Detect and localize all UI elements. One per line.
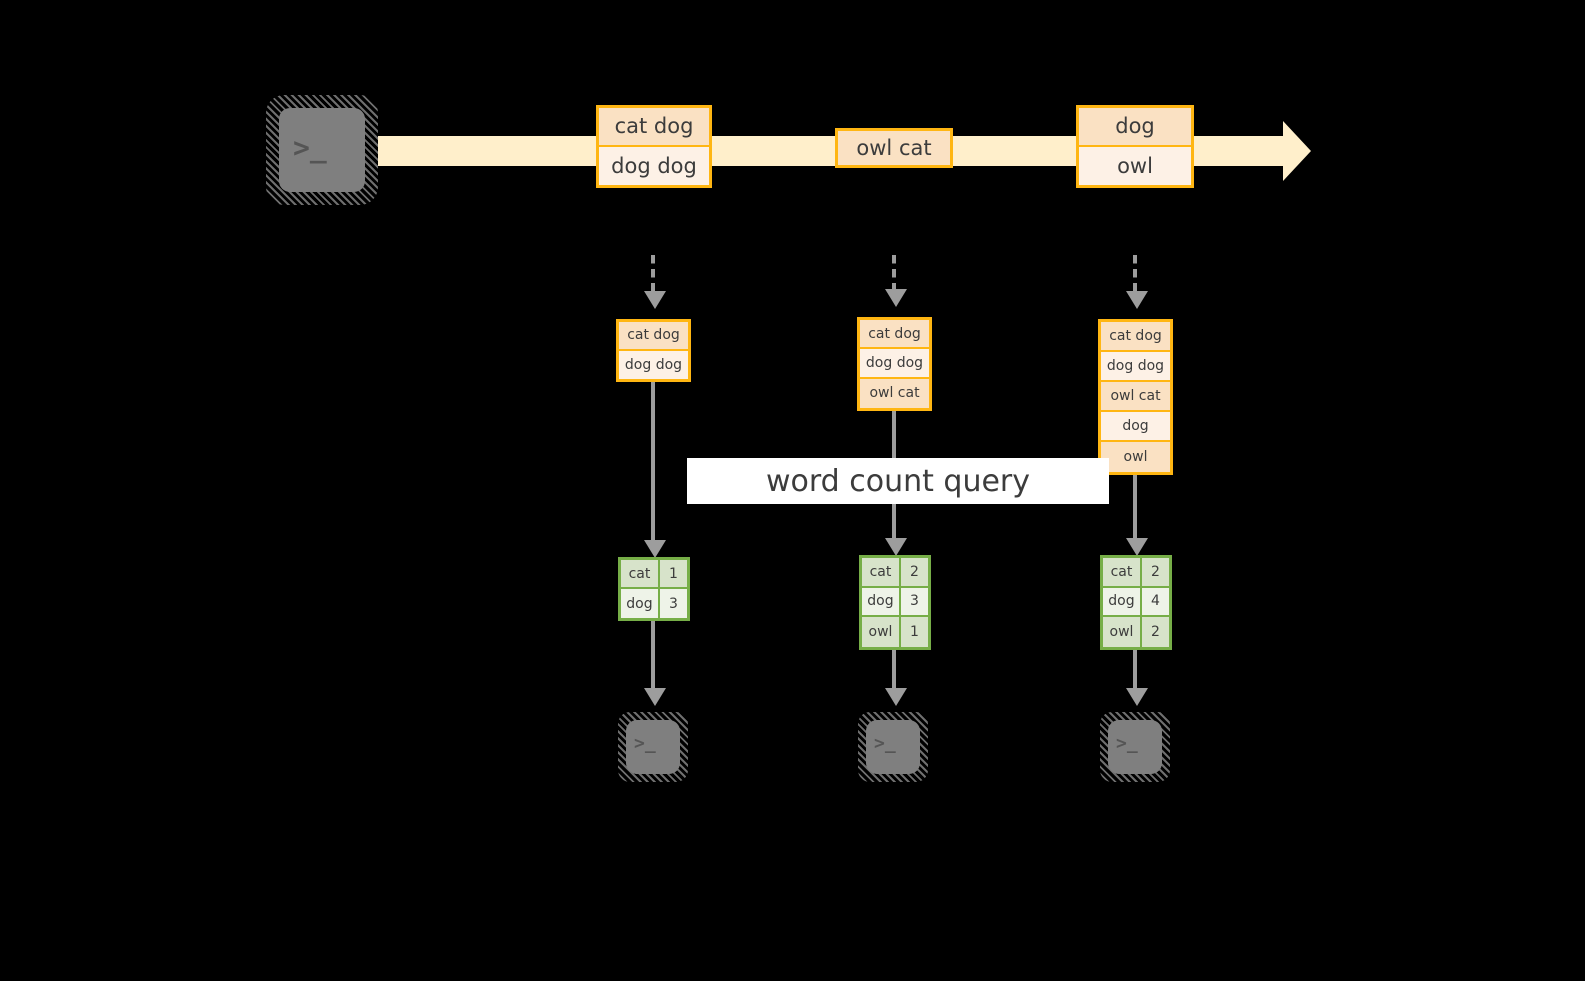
- result-word: owl: [862, 617, 901, 647]
- snapshot-3-query-line: [1133, 475, 1137, 543]
- snapshot-input-row: dog dog: [619, 350, 688, 379]
- snapshot-1-query-arrowhead-icon: [644, 540, 666, 558]
- terminal-prompt-glyph: >_: [634, 733, 656, 754]
- result-count: 3: [659, 589, 687, 618]
- snapshot-2-tap-arrowhead-icon: [885, 289, 907, 307]
- snapshot-1-result-table: cat 1 dog 3: [618, 557, 690, 621]
- snapshot-1-input-table: cat dog dog dog: [616, 319, 691, 382]
- result-word: cat: [862, 558, 901, 586]
- terminal-prompt-glyph: >_: [874, 733, 896, 754]
- snapshot-2-tap-line: [892, 255, 896, 291]
- snapshot-3-tap-line: [1133, 255, 1137, 293]
- snapshot-1-query-line: [651, 382, 655, 546]
- result-word: dog: [621, 589, 660, 618]
- snapshot-3-sink-arrowhead-icon: [1126, 688, 1148, 706]
- stream-record: dog: [1079, 108, 1191, 147]
- query-label: word count query: [687, 458, 1109, 504]
- result-count: 2: [900, 558, 928, 586]
- result-word: dog: [1103, 587, 1142, 616]
- snapshot-2-input-table: cat dog dog dog owl cat: [857, 317, 932, 411]
- stream-group-1: cat dog dog dog: [596, 105, 712, 188]
- stream-group-2: owl cat: [835, 128, 953, 168]
- snapshot-input-row: cat dog: [619, 322, 688, 351]
- stream-group-3: dog owl: [1076, 105, 1194, 188]
- snapshot-input-row: cat dog: [1101, 322, 1170, 352]
- result-row: dog 3: [862, 587, 928, 618]
- result-row: cat 2: [1103, 558, 1169, 588]
- snapshot-3-sink-terminal-icon: >_: [1108, 720, 1162, 774]
- snapshot-input-row: owl: [1101, 442, 1170, 472]
- snapshot-3-tap-arrowhead-icon: [1126, 291, 1148, 309]
- result-count: 2: [1141, 558, 1169, 586]
- snapshot-input-row: dog dog: [860, 349, 929, 379]
- snapshot-3-sink-line: [1133, 650, 1137, 691]
- snapshot-1-sink-arrowhead-icon: [644, 688, 666, 706]
- snapshot-1-tap-line: [651, 255, 655, 293]
- snapshot-2-query-arrowhead-icon: [885, 538, 907, 556]
- snapshot-input-row: cat dog: [860, 320, 929, 350]
- result-row: cat 1: [621, 560, 687, 589]
- snapshot-input-row: owl cat: [860, 378, 929, 408]
- snapshot-2-sink-terminal-icon: >_: [866, 720, 920, 774]
- result-word: owl: [1103, 617, 1142, 647]
- snapshot-2-result-table: cat 2 dog 3 owl 1: [859, 555, 931, 650]
- result-row: dog 3: [621, 589, 687, 618]
- result-word: dog: [862, 587, 901, 616]
- snapshot-1-sink-terminal-icon: >_: [626, 720, 680, 774]
- result-count: 1: [659, 560, 687, 587]
- snapshot-1-sink-line: [651, 621, 655, 691]
- result-count: 1: [900, 617, 928, 647]
- result-row: owl 1: [862, 617, 928, 647]
- snapshot-1-tap-arrowhead-icon: [644, 291, 666, 309]
- snapshot-3-result-table: cat 2 dog 4 owl 2: [1100, 555, 1172, 650]
- stream-record: dog dog: [599, 146, 709, 185]
- snapshot-input-row: dog dog: [1101, 352, 1170, 382]
- stream-record: cat dog: [599, 108, 709, 147]
- snapshot-input-row: dog: [1101, 412, 1170, 442]
- snapshot-input-row: owl cat: [1101, 382, 1170, 412]
- snapshot-2-sink-line: [892, 650, 896, 691]
- terminal-prompt-glyph: >_: [1116, 733, 1138, 754]
- stream-record: owl cat: [838, 131, 950, 165]
- stream-record: owl: [1079, 146, 1191, 185]
- source-terminal-icon: >_: [279, 108, 365, 192]
- terminal-prompt-glyph: >_: [293, 131, 327, 164]
- result-row: cat 2: [862, 558, 928, 588]
- result-word: cat: [1103, 558, 1142, 586]
- result-row: dog 4: [1103, 587, 1169, 618]
- snapshot-2-sink-arrowhead-icon: [885, 688, 907, 706]
- snapshot-3-query-arrowhead-icon: [1126, 538, 1148, 556]
- result-row: owl 2: [1103, 617, 1169, 647]
- snapshot-3-input-table: cat dog dog dog owl cat dog owl: [1098, 319, 1173, 475]
- result-word: cat: [621, 560, 660, 587]
- result-count: 4: [1141, 587, 1169, 616]
- stream-arrowhead-icon: [1283, 121, 1311, 181]
- result-count: 3: [900, 587, 928, 616]
- result-count: 2: [1141, 617, 1169, 647]
